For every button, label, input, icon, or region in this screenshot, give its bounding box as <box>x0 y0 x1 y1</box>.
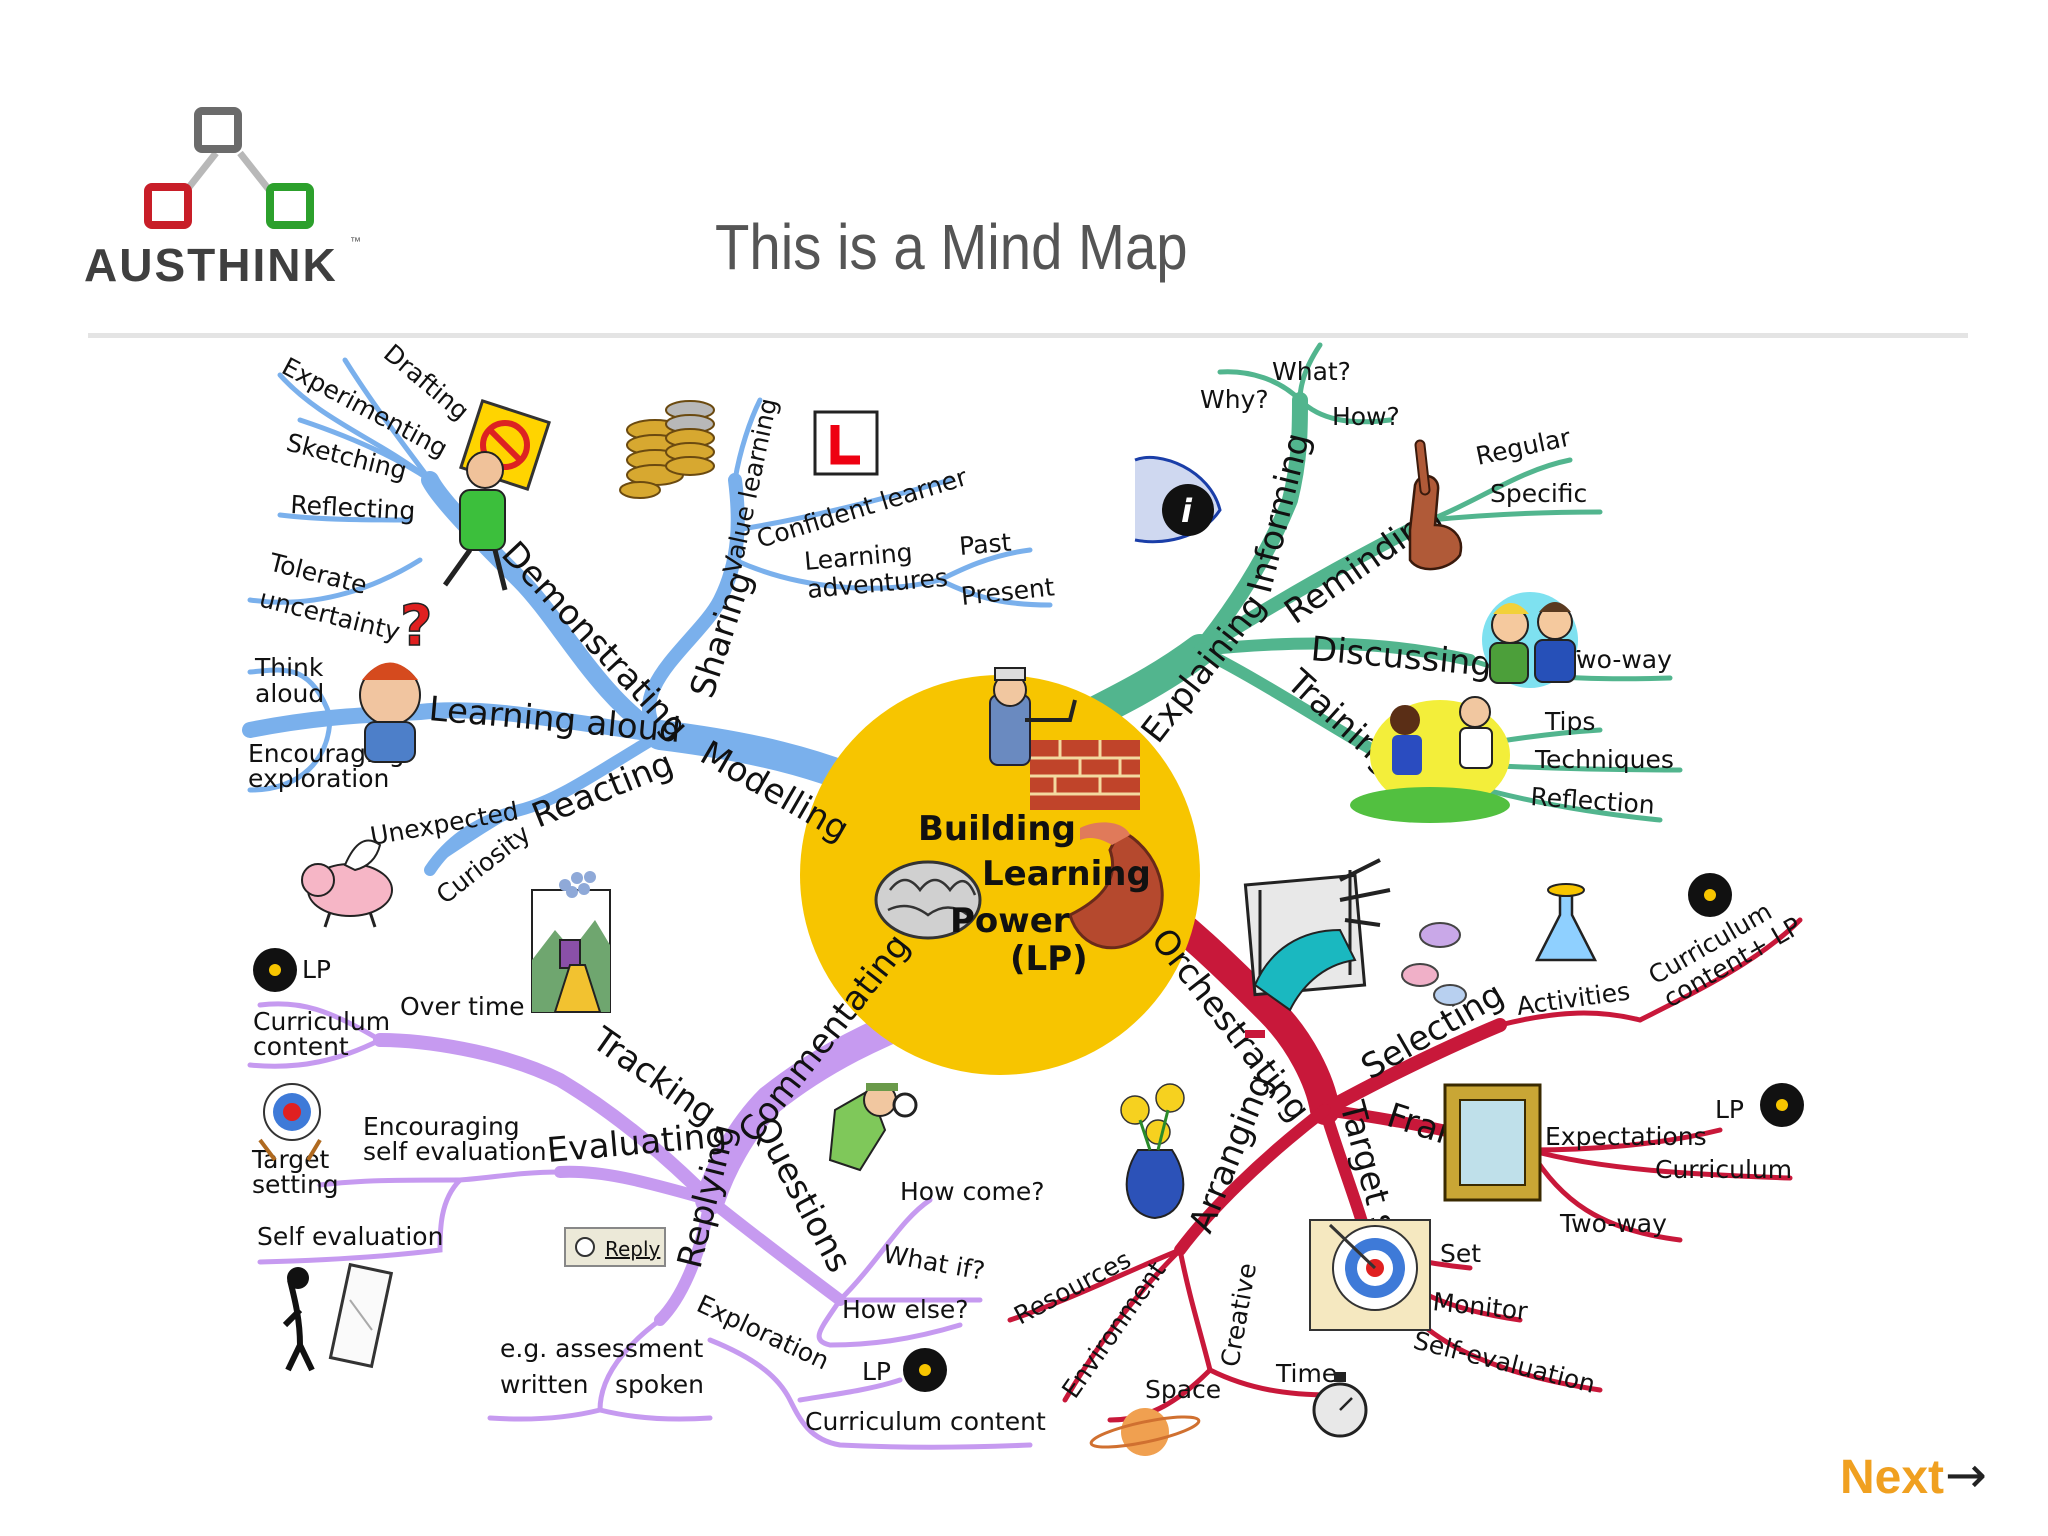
no-sign-icon <box>480 420 530 470</box>
leaf-specific: Specific <box>1490 479 1587 508</box>
stopwatch-icon <box>1312 1372 1368 1438</box>
page-title: This is a Mind Map <box>715 211 1188 283</box>
leaf-aloud: aloud <box>255 679 324 708</box>
leaf-over-time: Over time <box>400 992 525 1021</box>
leaf-lp-tracking: LP <box>302 955 331 984</box>
leaf-self-evaluation-red: Self-evaluation <box>1411 1326 1599 1399</box>
leaf-curriculum-framing: Curriculum <box>1655 1155 1792 1184</box>
piano-hands-icon <box>1243 858 1391 1038</box>
two-people-talking-icon <box>1482 592 1578 688</box>
leaf-confident-learner: Confident learner <box>753 462 971 554</box>
leaf-tips: Tips <box>1544 707 1595 736</box>
leaf-target: Target <box>251 1145 330 1174</box>
record-disc-icon <box>1760 1083 1804 1127</box>
leaf-self-evaluation-purple: Self evaluation <box>257 1222 443 1251</box>
sweets-icon <box>1401 922 1467 1006</box>
leaf-space: Space <box>1145 1375 1221 1404</box>
leaf-set: Set <box>1440 1239 1481 1268</box>
pointing-hand-icon <box>1408 439 1463 571</box>
planet-icon <box>1089 1408 1201 1456</box>
leaf-setting: setting <box>252 1170 339 1199</box>
l-plate-icon <box>813 410 879 476</box>
label-discussing: Discussing <box>1309 629 1493 685</box>
flying-pig-icon <box>301 839 393 928</box>
leaf-how-else: How else? <box>842 1295 969 1324</box>
leaf-how: How? <box>1332 402 1400 431</box>
picture-frame-icon <box>1443 1083 1542 1202</box>
mirror-figure-icon <box>282 1262 394 1372</box>
leaf-monitor: Monitor <box>1431 1287 1529 1326</box>
center-line-1: Building <box>918 809 1076 849</box>
center-line-3: Power <box>950 901 1070 941</box>
person-with-sign-icon <box>442 399 551 591</box>
flexed-arm-icon <box>1068 822 1164 950</box>
archery-target-icon <box>1309 1219 1431 1331</box>
leaf-why: Why? <box>1200 385 1269 414</box>
info-icon: i <box>1134 455 1222 544</box>
leaf-what: What? <box>1272 357 1351 386</box>
leaf-content: content <box>253 1032 349 1061</box>
next-button[interactable]: Next <box>1840 1451 1945 1504</box>
training-athletes-icon <box>1350 696 1510 823</box>
label-exploration: Exploration <box>692 1289 833 1375</box>
leaf-self-evaluation-sub: self evaluation <box>363 1137 547 1166</box>
leaf-reflecting: Reflecting <box>290 490 416 526</box>
leaf-think: Think <box>254 653 324 682</box>
brain-icon <box>874 860 982 940</box>
thinking-person-icon <box>359 662 421 763</box>
label-reacting: Reacting <box>526 744 679 837</box>
bridge-scene-icon <box>531 871 611 1013</box>
austhink-logo-icon <box>144 107 314 229</box>
leaf-spoken: spoken <box>615 1370 704 1399</box>
record-disc-icon <box>253 948 297 992</box>
logo-trademark: ™ <box>350 236 361 248</box>
leaf-time: Time <box>1275 1359 1337 1388</box>
leaf-reflection: Reflection <box>1530 782 1656 820</box>
center-line-4: (LP) <box>1010 939 1088 979</box>
leaf-how-come: How come? <box>900 1177 1045 1206</box>
title-divider <box>88 333 1968 338</box>
archery-target-icon <box>258 1083 322 1162</box>
record-disc-icon <box>903 1348 947 1392</box>
leaf-two-way-red: Two-way <box>1559 1209 1667 1238</box>
leaf-what-if: What if? <box>881 1239 987 1285</box>
flask-icon <box>1534 883 1598 962</box>
svg-text:i: i <box>1181 492 1193 530</box>
logo-wordmark: AUSTHINK <box>84 239 338 291</box>
reply-icon <box>575 1237 595 1257</box>
record-disc-icon <box>1688 873 1732 917</box>
leaf-expectations: Expectations <box>1545 1122 1707 1151</box>
branch-commentating <box>247 995 1033 1450</box>
question-mark-icon: ? <box>400 594 432 659</box>
coin-stacks-icon <box>619 400 715 499</box>
leaf-lp-framing: LP <box>1715 1095 1744 1124</box>
next-arrow-icon[interactable]: → <box>1945 1446 1987 1504</box>
bricklayer-icon <box>989 667 1140 810</box>
leaf-encouraging2: Encouraging <box>363 1112 520 1141</box>
leaf-exploration: exploration <box>248 764 389 793</box>
leaf-techniques: Techniques <box>1534 745 1674 774</box>
leaf-curriculum: Curriculum <box>253 1007 390 1036</box>
reply-button-label: Reply <box>605 1237 661 1261</box>
leaf-curriculum-content: Curriculum content <box>805 1407 1046 1436</box>
center-line-2: Learning <box>982 854 1151 894</box>
label-informing: Informing <box>1240 429 1318 597</box>
leaf-uncertainty: uncertainty <box>257 584 404 647</box>
mind-map: Building Learning Power (LP) Modelling D… <box>242 340 1806 1456</box>
leaf-creative: Creative <box>1215 1261 1262 1369</box>
leaf-eg-assessment: e.g. assessment <box>500 1334 703 1363</box>
leaf-two-way-green: Two-way <box>1564 645 1672 674</box>
leaf-written: written <box>500 1370 589 1399</box>
flower-vase-icon <box>1120 1083 1185 1220</box>
leaf-lp-exploration: LP <box>862 1357 891 1386</box>
reply-button[interactable]: Reply <box>564 1227 666 1267</box>
leaf-past: Past <box>958 528 1013 561</box>
detective-icon <box>828 1083 918 1172</box>
